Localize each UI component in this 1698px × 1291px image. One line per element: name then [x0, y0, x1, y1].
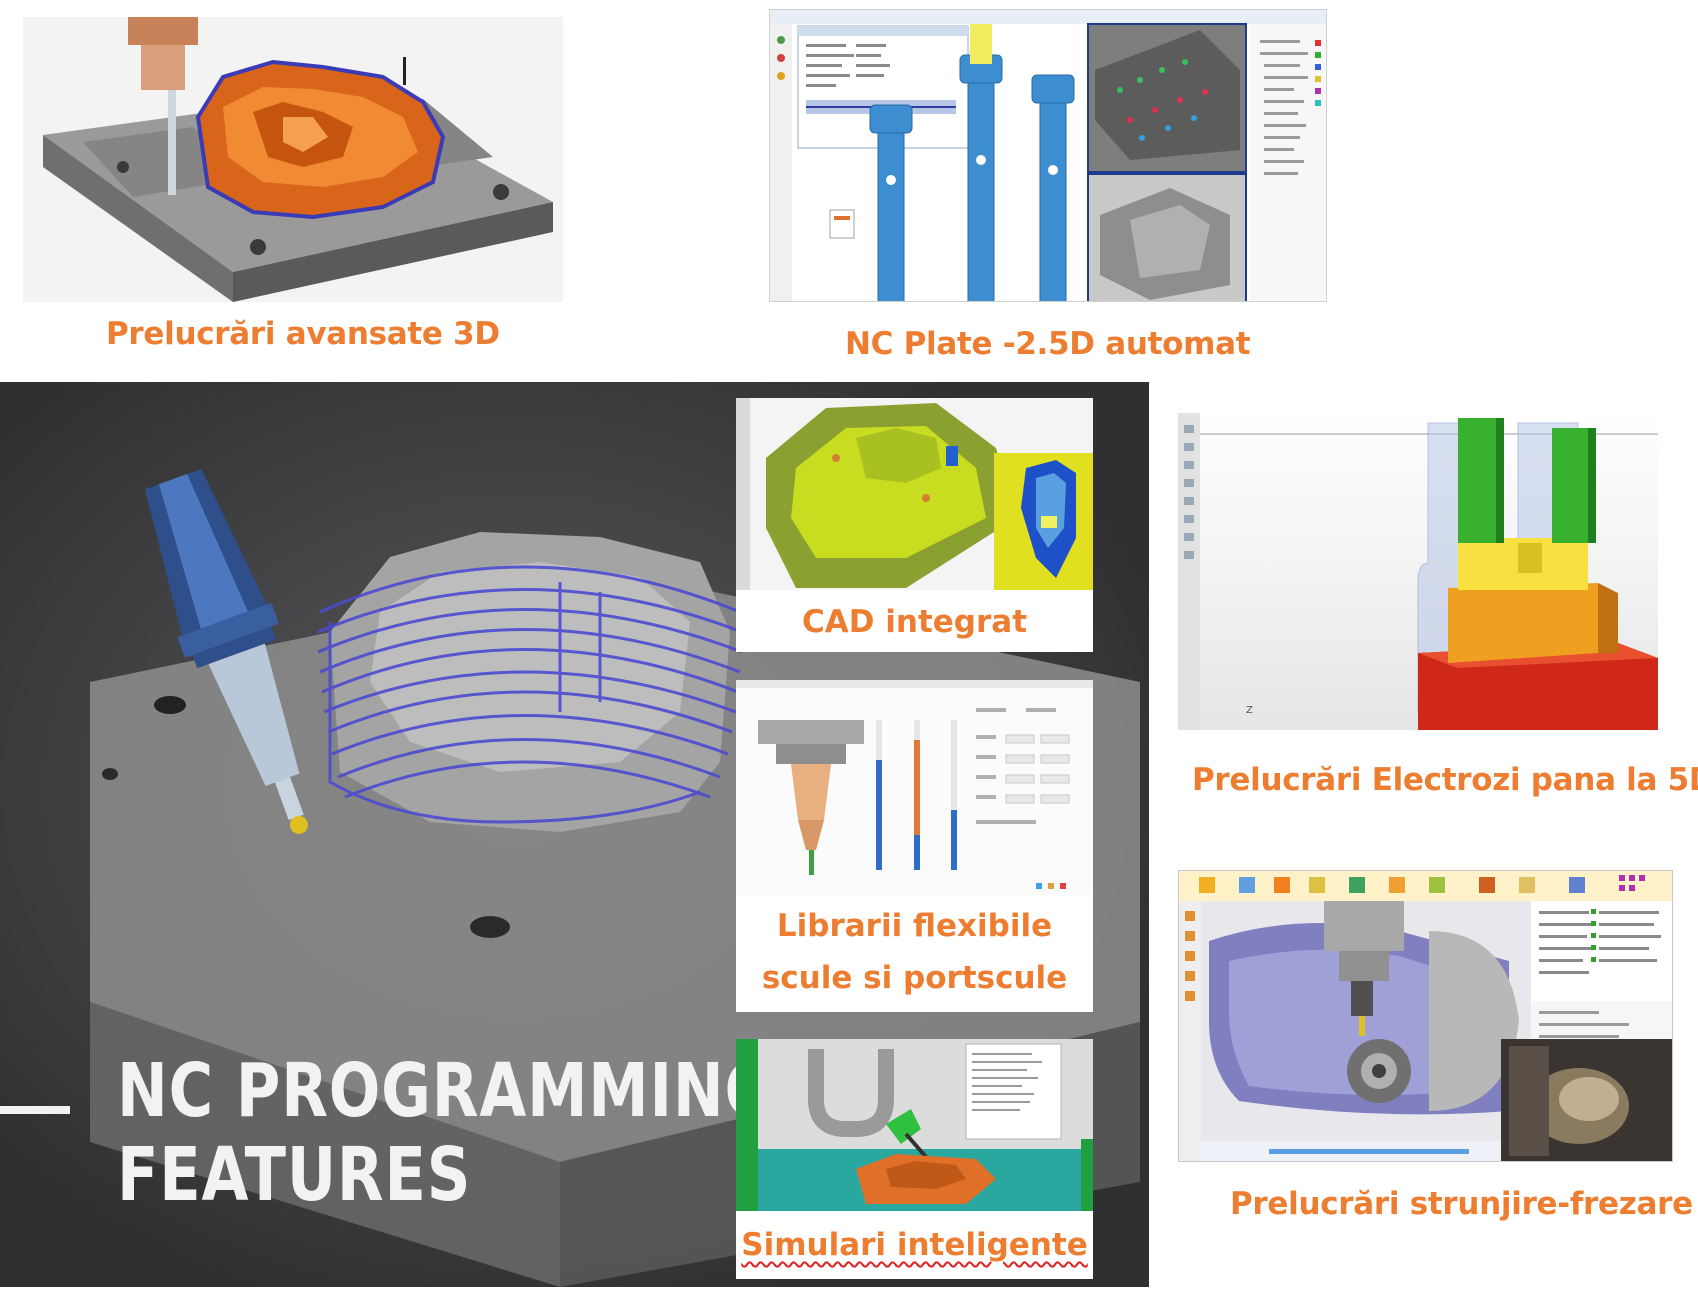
svg-text:Z: Z: [1246, 705, 1253, 716]
tool-libraries-label-1: Librarii flexibile: [776, 908, 1053, 944]
features-title: FEATURES: [117, 1132, 472, 1218]
card-cad-integrated: CAD integrat: [736, 398, 1093, 652]
turning-milling-screenshot: [1178, 870, 1673, 1162]
nc-programming-title: NC PROGRAMMING: [117, 1048, 776, 1134]
caption-turning-milling: Prelucrări strunjire-frezare: [1230, 1186, 1693, 1222]
advanced-3d-screenshot: [23, 17, 563, 302]
electrodes-screenshot: Z: [1178, 413, 1658, 730]
caption-electrodes: Prelucrări Electrozi pana la 5D: [1192, 762, 1698, 798]
caption-nc-plate: NC Plate -2.5D automat: [845, 326, 1251, 362]
smart-simulation-label: Simulari inteligente: [736, 1219, 1093, 1271]
nc-plate-screenshot: [769, 9, 1327, 302]
smart-simulation-text: Simulari inteligente: [741, 1227, 1088, 1263]
card-smart-simulation: Simulari inteligente: [736, 1039, 1093, 1279]
nc-programming-panel: NC PROGRAMMING FEATURES CAD integrat: [0, 382, 1149, 1287]
card-tool-libraries: Librarii flexibile scule si portscule: [736, 680, 1093, 1012]
caption-advanced-3d: Prelucrări avansate 3D: [106, 316, 500, 352]
cad-integrated-label: CAD integrat: [801, 604, 1028, 640]
heading-bar: [0, 1106, 70, 1114]
tool-libraries-label-2: scule si portscule: [761, 960, 1068, 996]
